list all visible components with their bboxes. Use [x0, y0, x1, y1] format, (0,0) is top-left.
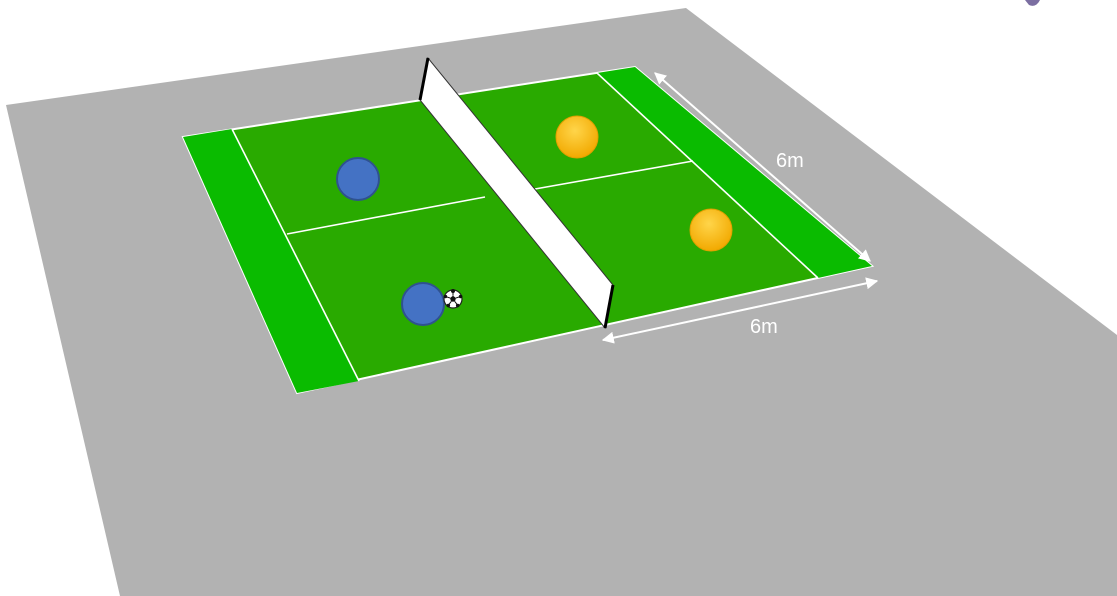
end-zone-left	[183, 129, 359, 393]
width-arrow	[601, 277, 879, 344]
center-line-left	[286, 196, 486, 235]
width-label: 6m	[750, 316, 778, 338]
team-b-player-2	[689, 208, 733, 252]
soccer-ball-icon	[443, 289, 463, 309]
net-post-back	[418, 57, 430, 101]
logo-fragment-icon	[1025, 0, 1040, 6]
depth-label: 6m	[776, 150, 804, 172]
end-line-left	[231, 128, 360, 382]
team-b-player-1	[555, 115, 599, 159]
depth-arrow	[654, 72, 871, 262]
team-a-player-1	[336, 157, 380, 201]
team-a-player-2	[401, 282, 445, 326]
